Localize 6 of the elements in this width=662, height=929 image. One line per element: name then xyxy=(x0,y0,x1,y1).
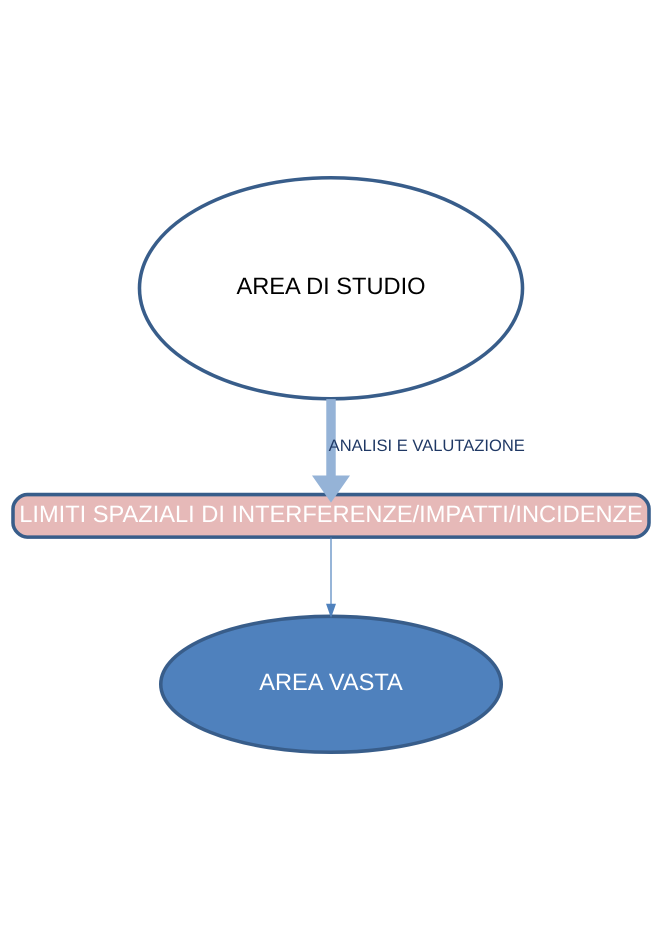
arrow xyxy=(326,536,336,618)
node-ellipse: AREA DI STUDIO xyxy=(138,175,524,400)
edge-label: ANALISI E VALUTAZIONE xyxy=(328,436,525,455)
arrow xyxy=(312,398,350,502)
node-ellipse: AREA VASTA xyxy=(159,614,503,754)
node-box: LIMITI SPAZIALI DI INTERFERENZE/IMPATTI/INCIDENZE xyxy=(11,492,651,538)
